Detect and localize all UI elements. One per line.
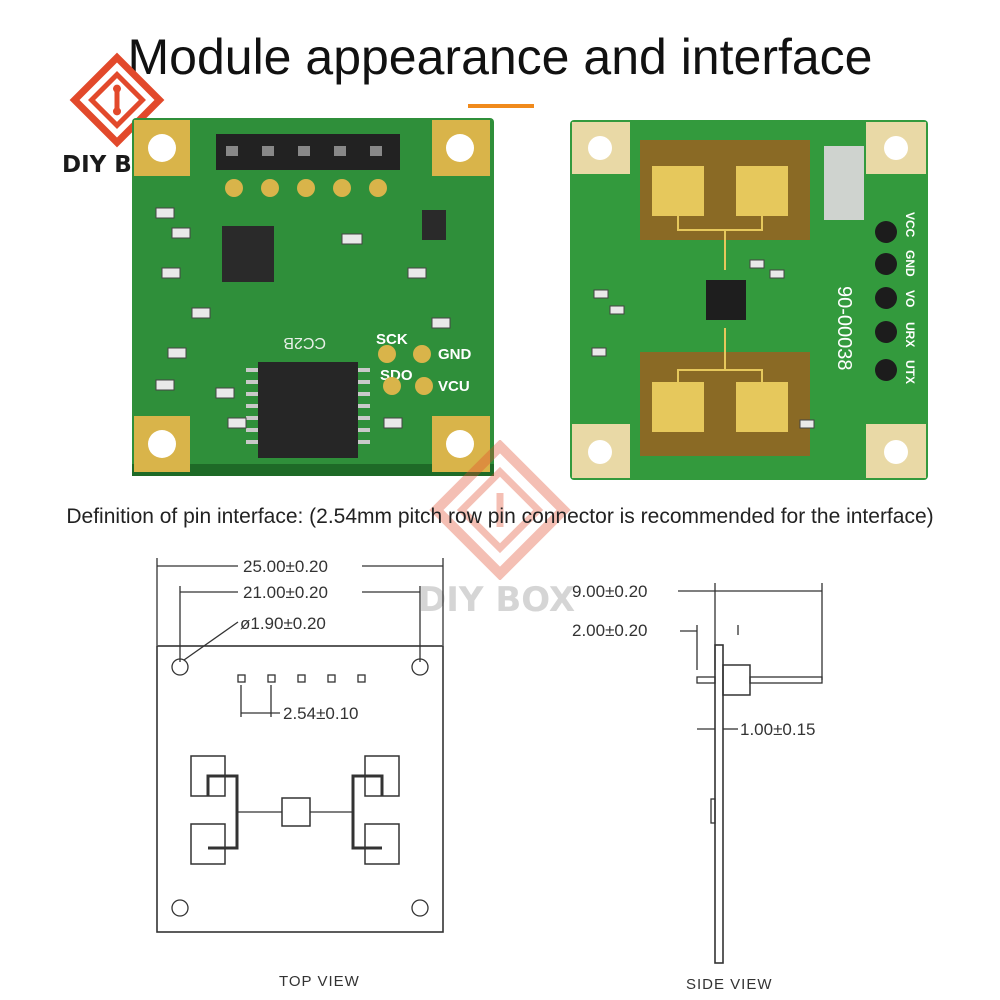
watermark: DIY BOX: [410, 439, 590, 620]
dim-width: 25.00±0.20: [243, 557, 328, 576]
watermark-text: DIY BOX: [418, 580, 576, 620]
silk-sck: SCK: [376, 331, 408, 348]
silk-vcc: VCC: [903, 212, 917, 238]
back-board: VCC GND VO URX UTX 90-00038: [570, 120, 928, 480]
silk-gnd-back: GND: [903, 250, 917, 277]
silk-gnd: GND: [438, 346, 472, 363]
dim-hole-spacing: 21.00±0.20: [243, 583, 328, 602]
silk-urx: URX: [903, 322, 917, 347]
dim-length: 9.00±0.20: [572, 582, 648, 601]
dim-pin-offset: 2.00±0.20: [572, 621, 648, 640]
page-title: Module appearance and interface: [127, 29, 873, 85]
silk-utx: UTX: [903, 360, 917, 384]
title-underline: [468, 104, 534, 108]
ic-chip-1: [222, 226, 274, 282]
dim-pitch: 2.54±0.10: [283, 704, 359, 723]
dim-hole-dia: ø1.90±0.20: [240, 614, 326, 633]
top-view-label: TOP VIEW: [279, 973, 360, 990]
back-corner-pads: [572, 122, 926, 478]
pin-definition-text: Definition of pin interface: (2.54mm pit…: [66, 505, 934, 528]
silk-cc2b: CC2B: [283, 334, 326, 351]
side-view-drawing: 9.00±0.20 2.00±0.20 1.00±0.15 SIDE VIEW: [572, 582, 823, 993]
front-board: CC2B SCK GND SDO VCU: [132, 118, 494, 476]
side-view-label: SIDE VIEW: [686, 976, 773, 993]
ic-chip-2: [258, 362, 358, 458]
top-view-drawing: 25.00±0.20 21.00±0.20 ø1.90±0.20 2.54±0.…: [156, 557, 444, 990]
front-corner-pads: [134, 120, 490, 472]
silk-vo: VO: [903, 290, 917, 307]
silk-vcu: VCU: [438, 378, 470, 395]
radar-ic: [706, 280, 746, 320]
dim-thickness: 1.00±0.15: [740, 720, 816, 739]
watermark-logo-icon: [429, 439, 571, 581]
front-pcb: [132, 118, 494, 476]
silk-part-number: 90-00038: [833, 286, 855, 371]
